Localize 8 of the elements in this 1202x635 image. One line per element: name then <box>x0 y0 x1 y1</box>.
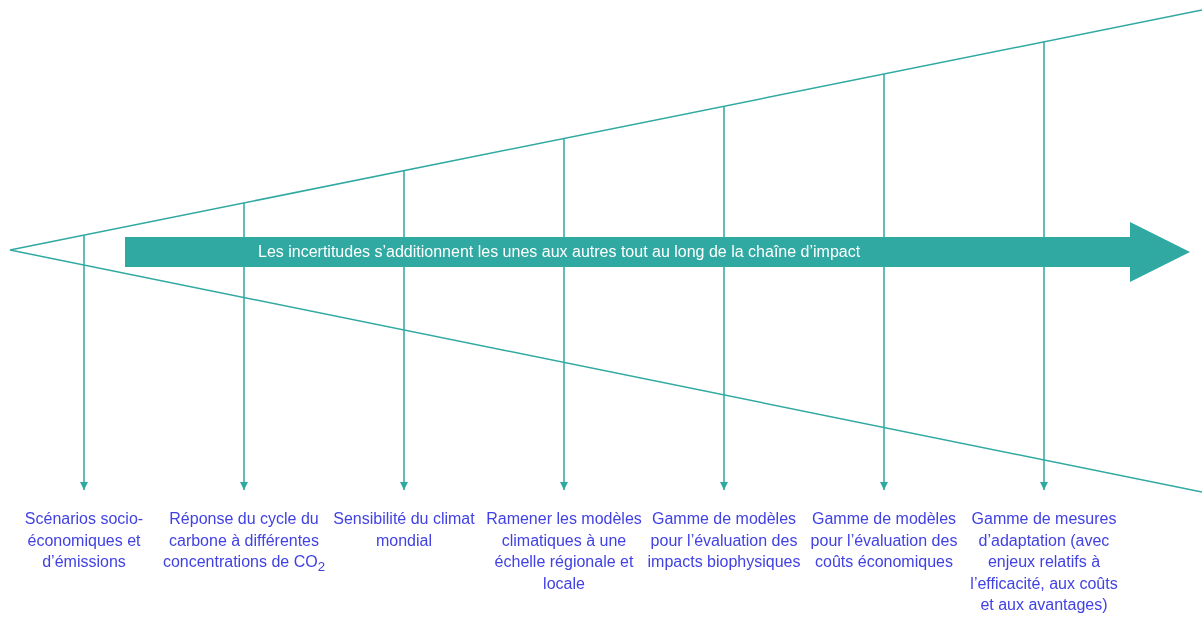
arrow <box>1040 41 1048 491</box>
arrow-label: Les incertitudes s’additionnent les unes aux autres tout au long de la chaîne d’impact <box>258 242 861 262</box>
arrow <box>80 234 88 491</box>
arrow <box>880 73 888 491</box>
arrow <box>240 202 248 491</box>
arrow <box>560 137 568 491</box>
arrow <box>400 169 408 491</box>
arrow <box>720 105 728 491</box>
